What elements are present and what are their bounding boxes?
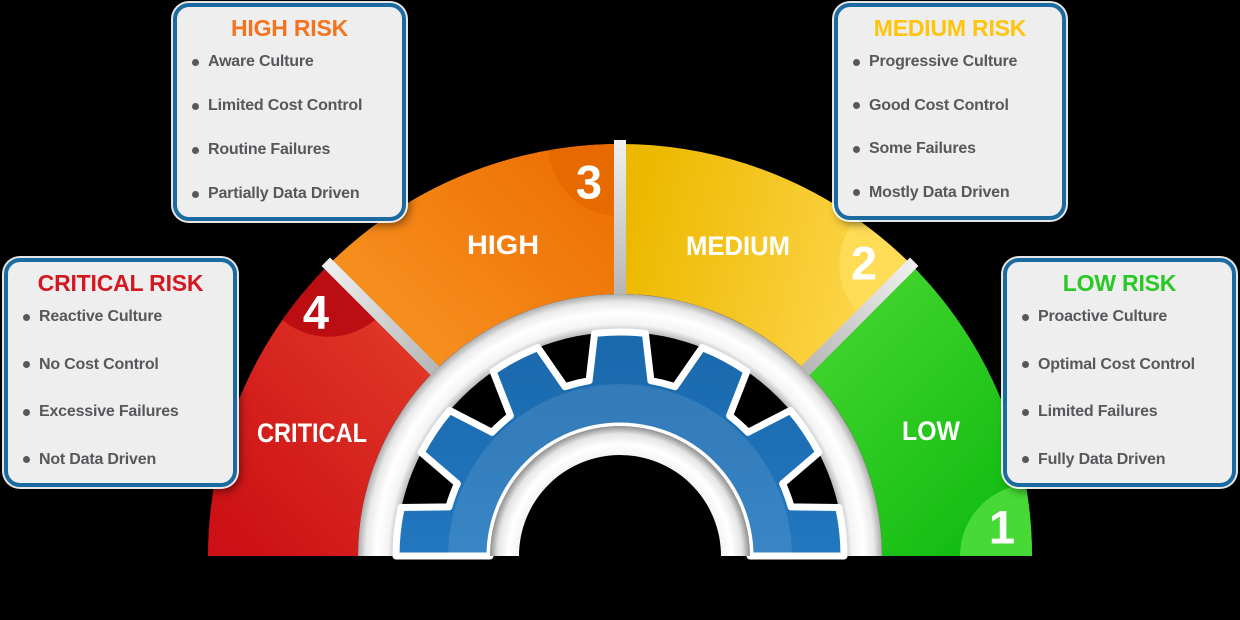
list-item-label: Limited Cost Control (208, 97, 363, 114)
callout-high-risk: HIGH RISK Aware Culture Limited Cost Con… (173, 3, 406, 221)
callout-title: LOW RISK (1062, 270, 1177, 296)
segment-medium (620, 144, 912, 371)
gear-highlight (448, 384, 792, 556)
list-item-label: Partially Data Driven (208, 185, 360, 202)
list-item-label: Fully Data Driven (1038, 450, 1166, 468)
list-item-label: Aware Culture (208, 53, 314, 70)
list-item: Reactive Culture (20, 306, 221, 328)
list-item: Partially Data Driven (189, 183, 390, 205)
bullet-dot-icon (23, 456, 30, 464)
bullet-dot-icon (853, 58, 860, 66)
callout-title: HIGH RISK (230, 15, 349, 41)
bullet-dot-icon (192, 102, 199, 110)
bullet-dot-icon (1022, 313, 1029, 321)
list-item: Excessive Failures (20, 401, 221, 423)
callout-low-risk: LOW RISK Proactive Culture Optimal Cost … (1003, 258, 1236, 487)
bullet-dot-icon (192, 146, 199, 154)
segment-divider (793, 257, 919, 383)
callout-medium-risk: MEDIUM RISK Progressive Culture Good Cos… (834, 3, 1066, 220)
bullet-dot-icon (23, 361, 30, 369)
segment-label-critical: CRITICAL (257, 418, 367, 448)
list-item: Limited Failures (1019, 401, 1220, 423)
notch-high (548, 144, 620, 216)
silver-ring (358, 294, 882, 556)
list-item-label: Optimal Cost Control (1038, 355, 1195, 373)
list-item-label: No Cost Control (39, 355, 159, 373)
list-item: No Cost Control (20, 354, 221, 376)
bullet-dot-icon (192, 58, 199, 66)
list-item-label: Routine Failures (208, 141, 331, 158)
list-item-label: Not Data Driven (39, 450, 157, 468)
bullet-dot-icon (192, 190, 199, 198)
bullet-dot-icon (1022, 408, 1029, 416)
list-item-label: Limited Failures (1038, 403, 1158, 421)
list-item-label: Proactive Culture (1038, 308, 1168, 325)
callout-items: Reactive Culture No Cost Control Excessi… (20, 306, 221, 471)
bullet-dot-icon (23, 313, 30, 321)
list-item-label: Progressive Culture (869, 53, 1018, 70)
list-item-label: Good Cost Control (869, 96, 1009, 114)
list-item: Optimal Cost Control (1019, 354, 1220, 376)
list-item: Proactive Culture (1019, 306, 1220, 328)
segment-divider (321, 257, 447, 383)
segment-low (805, 264, 1032, 556)
list-item-label: Mostly Data Driven (869, 183, 1010, 201)
list-item: Aware Culture (189, 51, 390, 73)
notch-low (960, 484, 1032, 556)
segment-high (328, 144, 620, 371)
bullet-dot-icon (853, 189, 860, 197)
callout-items: Proactive Culture Optimal Cost Control L… (1019, 306, 1220, 471)
segment-label-high: HIGH (467, 230, 539, 260)
bullet-dot-icon (1022, 361, 1029, 369)
segment-label-medium: MEDIUM (686, 231, 790, 261)
list-item: Limited Cost Control (189, 95, 390, 117)
segment-number-2: 2 (851, 237, 877, 290)
bullet-dot-icon (23, 408, 30, 416)
list-item: Mostly Data Driven (850, 182, 1050, 204)
callout-critical-risk: CRITICAL RISK Reactive Culture No Cost C… (4, 258, 237, 487)
segment-number-4: 4 (303, 286, 329, 339)
list-item: Routine Failures (189, 139, 390, 161)
list-item-label: Reactive Culture (39, 308, 163, 325)
bullet-dot-icon (853, 102, 860, 110)
list-item-label: Excessive Failures (39, 403, 179, 421)
callout-title: CRITICAL RISK (37, 270, 204, 296)
list-item: Progressive Culture (850, 51, 1050, 73)
list-item: Fully Data Driven (1019, 449, 1220, 471)
list-item: Not Data Driven (20, 449, 221, 471)
bullet-dot-icon (853, 145, 860, 153)
segment-number-3: 3 (576, 156, 602, 209)
gear-inner-ring (490, 426, 750, 556)
list-item-label: Some Failures (869, 140, 976, 158)
list-item: Good Cost Control (850, 95, 1050, 117)
callout-items: Progressive Culture Good Cost Control So… (850, 51, 1050, 204)
callout-title: MEDIUM RISK (873, 15, 1027, 41)
segment-number-1: 1 (989, 501, 1015, 554)
callout-items: Aware Culture Limited Cost Control Routi… (189, 51, 390, 205)
segment-critical (208, 264, 435, 556)
segment-label-low: LOW (902, 416, 960, 446)
list-item: Some Failures (850, 138, 1050, 160)
bullet-dot-icon (1022, 456, 1029, 464)
